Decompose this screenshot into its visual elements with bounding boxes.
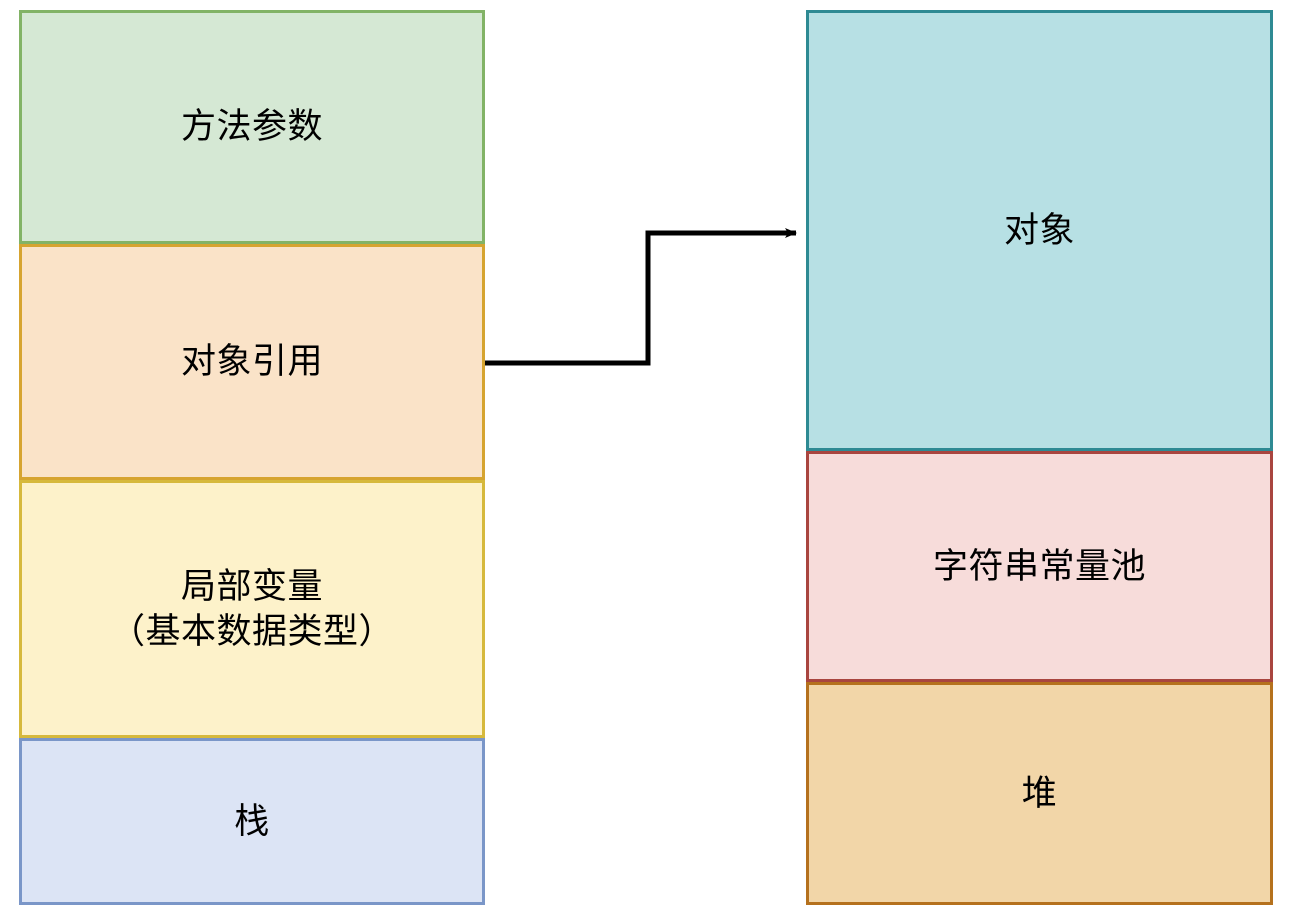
- heap-segment-string-constant-pool[interactable]: 字符串常量池: [806, 451, 1273, 682]
- heap-segment-heap[interactable]: 堆: [806, 682, 1273, 905]
- stack-segment-local-variables-label: 局部变量 （基本数据类型）: [109, 566, 394, 652]
- stack-segment-object-reference-label: 对象引用: [180, 342, 323, 382]
- stack-segment-method-params-label: 方法参数: [180, 107, 323, 147]
- stack-column: 方法参数 对象引用 局部变量 （基本数据类型） 栈: [19, 10, 485, 905]
- heap-column: 对象 字符串常量池 堆: [806, 10, 1273, 905]
- stack-segment-stack[interactable]: 栈: [19, 738, 485, 905]
- stack-segment-object-reference[interactable]: 对象引用: [19, 244, 485, 480]
- stack-segment-local-variables[interactable]: 局部变量 （基本数据类型）: [19, 480, 485, 738]
- connector-path: [485, 228, 797, 366]
- stack-segment-method-params[interactable]: 方法参数: [19, 10, 485, 244]
- heap-segment-string-constant-pool-label: 字符串常量池: [932, 546, 1146, 586]
- stack-segment-stack-label: 栈: [234, 801, 270, 841]
- heap-segment-object-label: 对象: [1003, 210, 1075, 250]
- heap-segment-heap-label: 堆: [1021, 773, 1058, 813]
- heap-segment-object[interactable]: 对象: [806, 10, 1273, 451]
